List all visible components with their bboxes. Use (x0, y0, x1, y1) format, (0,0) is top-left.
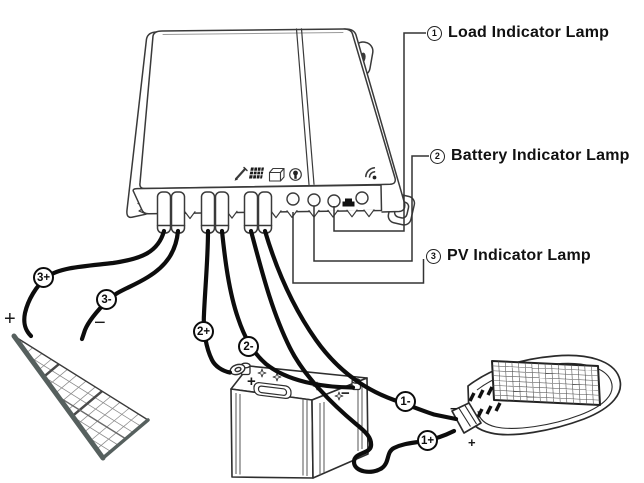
pv-panel-icon (249, 167, 264, 179)
pv-callout-line (292, 212, 425, 284)
pen-icon (234, 166, 248, 181)
callout-number-2: 2 (430, 148, 445, 164)
street-lamp (451, 354, 622, 436)
pv-led (286, 192, 300, 206)
led-array (492, 361, 600, 405)
panel-seam (295, 28, 315, 186)
battery-clamp (229, 363, 246, 376)
callout-label-pv: PV Indicator Lamp (447, 247, 591, 264)
wire-tag-2minus: 2- (238, 336, 259, 357)
wire-tag-2plus: 2+ (193, 321, 214, 342)
load-led (327, 194, 341, 208)
pv-negative-wire (79, 228, 181, 342)
battery-minus-sign: − (341, 385, 350, 402)
lamp-minus-sign: − (450, 401, 458, 416)
terminal (214, 191, 230, 234)
panel-edge-bottom (101, 418, 150, 460)
ethernet-port-icon (342, 198, 355, 207)
callout-number-1: 1 (427, 25, 442, 41)
wire-tag-1minus: 1- (395, 391, 416, 412)
callout-battery-indicator: 2 Battery Indicator Lamp (430, 147, 630, 165)
wifi-icon (365, 167, 377, 180)
callout-number-3: 3 (426, 248, 441, 264)
battery-side (311, 377, 369, 479)
lamp-icon (289, 168, 302, 181)
wire-tag-3plus: 3+ (33, 267, 54, 288)
panel-edge (11, 333, 106, 461)
terminal (170, 191, 186, 234)
lamp-plus-sign: + (468, 435, 476, 450)
terminal (257, 191, 273, 234)
terminal (243, 191, 259, 234)
terminal (156, 191, 172, 234)
callout-pv-indicator: 3 PV Indicator Lamp (426, 247, 591, 265)
battery-plus-sign: + (247, 373, 256, 390)
callout-label-battery: Battery Indicator Lamp (451, 147, 630, 164)
solar-panel (11, 333, 150, 461)
battery-front (230, 388, 314, 479)
battery-vent (253, 382, 292, 400)
callout-label-load: Load Indicator Lamp (448, 24, 610, 41)
battery (229, 362, 369, 479)
lamp-mount-stub (451, 402, 482, 434)
callout-lines (292, 32, 429, 284)
wire-tag-1plus: 1+ (417, 430, 438, 451)
led-indicators (286, 191, 369, 208)
front-face (139, 28, 396, 190)
face-icons (234, 166, 377, 182)
battery-callout-line (313, 155, 429, 262)
wire-terminals (156, 191, 273, 234)
terminal (200, 191, 216, 234)
battery-led (307, 193, 321, 207)
callout-load-indicator: 1 Load Indicator Lamp (427, 24, 609, 42)
vent-slots (468, 386, 502, 418)
solar-plus-sign: + (4, 308, 16, 330)
solar-minus-sign: − (94, 312, 106, 334)
extra-led (355, 191, 369, 205)
load-callout-line (333, 32, 426, 232)
charge-controller (126, 28, 416, 234)
load-positive-wire (248, 228, 457, 474)
wire-tag-3minus: 3- (96, 289, 117, 310)
battery-box-icon (268, 167, 285, 182)
